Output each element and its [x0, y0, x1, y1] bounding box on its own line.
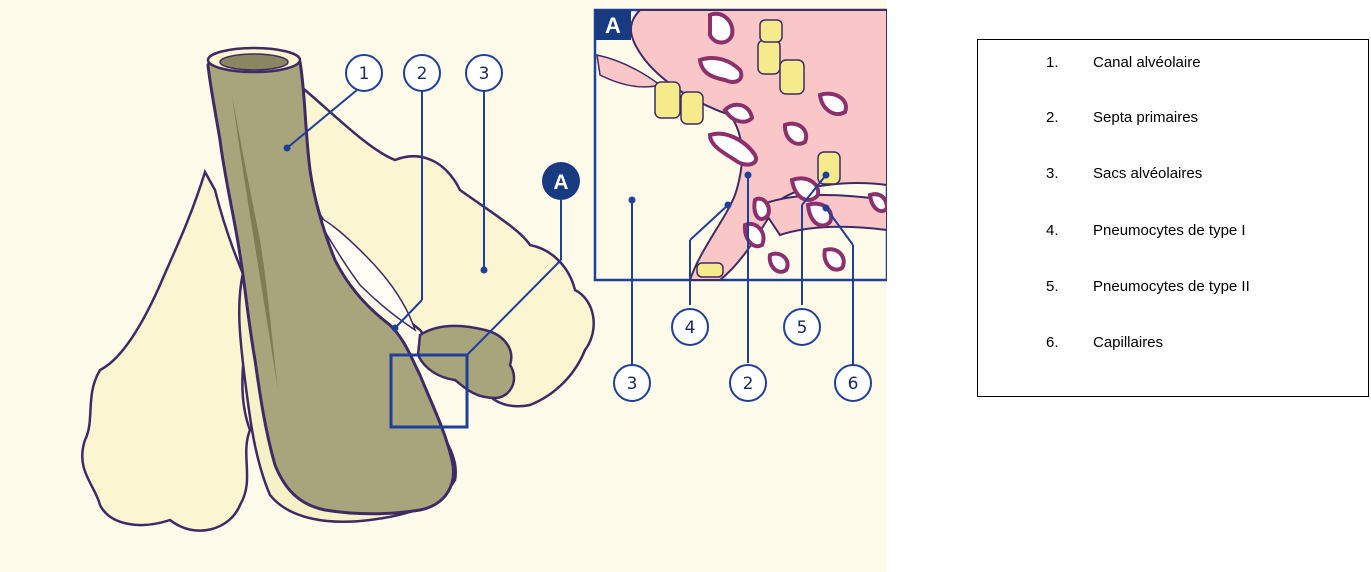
callout-3: 3 [466, 55, 502, 91]
svg-text:2: 2 [743, 374, 754, 394]
legend-number: 6. [1046, 334, 1059, 351]
legend-number: 4. [1046, 222, 1059, 239]
legend-text: Canal alvéolaire [1093, 54, 1201, 71]
legend-number: 2. [1046, 109, 1059, 126]
callout-1: 1 [346, 55, 382, 91]
alveolar-diagram: A A 1 2 3 [0, 0, 887, 572]
legend-text: Capillaires [1093, 334, 1163, 351]
legend-number: 3. [1046, 165, 1059, 182]
svg-text:1: 1 [359, 64, 370, 84]
legend-box: 1. Canal alvéolaire 2. Septa primaires 3… [977, 39, 1369, 397]
legend-text: Pneumocytes de type I [1093, 222, 1246, 239]
legend-text: Pneumocytes de type II [1093, 278, 1250, 295]
svg-text:3: 3 [627, 374, 638, 394]
legend-number: 5. [1046, 278, 1059, 295]
callout-inset-3: 3 [614, 365, 650, 401]
legend-item-septa: 2. Septa primaires [978, 109, 1368, 129]
callout-inset-4: 4 [672, 309, 708, 345]
legend-item-pneumocytes-2: 5. Pneumocytes de type II [978, 278, 1368, 298]
svg-text:6: 6 [848, 374, 859, 394]
legend-text: Sacs alvéolaires [1093, 165, 1202, 182]
legend-item-pneumocytes-1: 4. Pneumocytes de type I [978, 222, 1368, 242]
callout-inset-6: 6 [835, 365, 871, 401]
legend-number: 1. [1046, 54, 1059, 71]
inset-label: A [605, 13, 621, 38]
legend-item-sacs: 3. Sacs alvéolaires [978, 165, 1368, 185]
svg-text:2: 2 [417, 64, 428, 84]
svg-text:4: 4 [685, 318, 696, 338]
legend-item-canal: 1. Canal alvéolaire [978, 54, 1368, 74]
inset-badge-label: A [553, 171, 568, 194]
callout-2: 2 [404, 55, 440, 91]
duct-lumen [220, 54, 288, 70]
svg-text:3: 3 [479, 64, 490, 84]
svg-text:5: 5 [797, 318, 808, 338]
legend-item-capillaires: 6. Capillaires [978, 334, 1368, 354]
legend-text: Septa primaires [1093, 109, 1198, 126]
callout-inset-2: 2 [730, 365, 766, 401]
callout-inset-5: 5 [784, 309, 820, 345]
